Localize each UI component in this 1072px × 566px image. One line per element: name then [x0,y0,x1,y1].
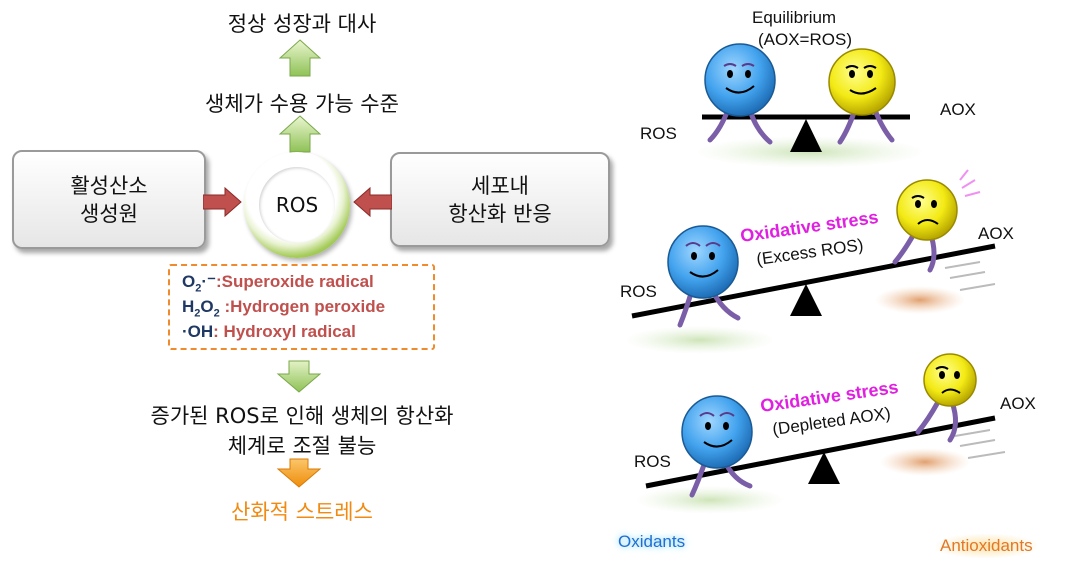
legend-formula: O2·⁻ [182,272,216,295]
ros-source-line2: 생성원 [80,201,138,226]
ros-character-face [704,43,776,117]
antioxidants-footer: Antioxidants [936,534,1037,558]
ros-character-face [681,395,753,469]
down-arrow-orange [276,458,322,488]
ros-legend-box: O2·⁻:Superoxide radical H2O2 :Hydrogen p… [168,264,435,350]
ground-shadow-brown [880,448,970,476]
depleted-aox-panel [635,353,1006,514]
legend-desc: : Hydroxyl radical [213,322,356,341]
ground-shadow [635,486,785,514]
left-arrow-red [353,186,392,218]
equilibrium-title: Equilibrium [752,8,837,27]
right-arrow-red [203,186,242,218]
mid-label: 생체가 수용 가능 수준 [205,92,399,116]
ros-label: ROS [275,193,319,217]
oxidants-footer: Oxidants [618,532,686,551]
seesaw-plank [645,415,996,489]
up-arrow-top [278,39,322,77]
ground-shadow-brown [875,286,965,314]
antioxidant-line2: 항산화 반응 [448,201,552,226]
equilibrium-panel [695,43,925,168]
panel2-aox-label: AOX [978,224,1014,243]
seesaw-fulcrum [790,284,822,316]
ros-source-line1: 활성산소 [70,173,148,198]
panel2-ros-label: ROS [620,282,657,301]
ground-shadow [625,326,775,354]
excess-ros-panel [625,169,996,354]
panel3-aox-label: AOX [1000,394,1036,413]
down-arrow-green [276,360,322,393]
aox-character-face [828,48,896,116]
legend-row-superoxide: O2·⁻:Superoxide radical [182,272,433,297]
legend-desc: :Hydrogen peroxide [219,297,386,316]
top-label: 정상 성장과 대사 [227,12,377,36]
equilibrium-subtitle: (AOX=ROS) [758,30,852,49]
ros-character-face [667,225,739,299]
aox-character-face [923,353,977,407]
antioxidant-line1: 세포내 [471,173,529,198]
ros-source-box: 활성산소 생성원 [12,150,206,249]
up-arrow-mid [278,115,322,153]
balance-illustration [625,43,1006,514]
panel1-ros-label: ROS [640,124,677,143]
legend-formula: ·OH [182,322,214,341]
panel1-aox-label: AOX [940,100,976,119]
aox-character-face [896,179,958,241]
bottom-label-line1: 증가된 ROS로 인해 생체의 항산화 [150,404,454,428]
seesaw-fulcrum [808,452,840,484]
seesaw-fulcrum [790,119,822,152]
legend-row-hydroxyl: ·OH: Hydroxyl radical [182,322,433,347]
legend-row-peroxide: H2O2 :Hydrogen peroxide [182,297,433,322]
result-label: 산화적 스트레스 [231,500,373,524]
ros-circle-inner: ROS [259,167,335,243]
antioxidant-box: 세포내 항산화 반응 [390,152,610,247]
legend-desc: :Superoxide radical [216,272,374,291]
legend-formula: H2O2 [182,297,220,320]
ros-circle: ROS [244,152,350,258]
panel3-ros-label: ROS [634,452,671,471]
bottom-label-line2: 체계로 조절 불능 [227,434,377,458]
